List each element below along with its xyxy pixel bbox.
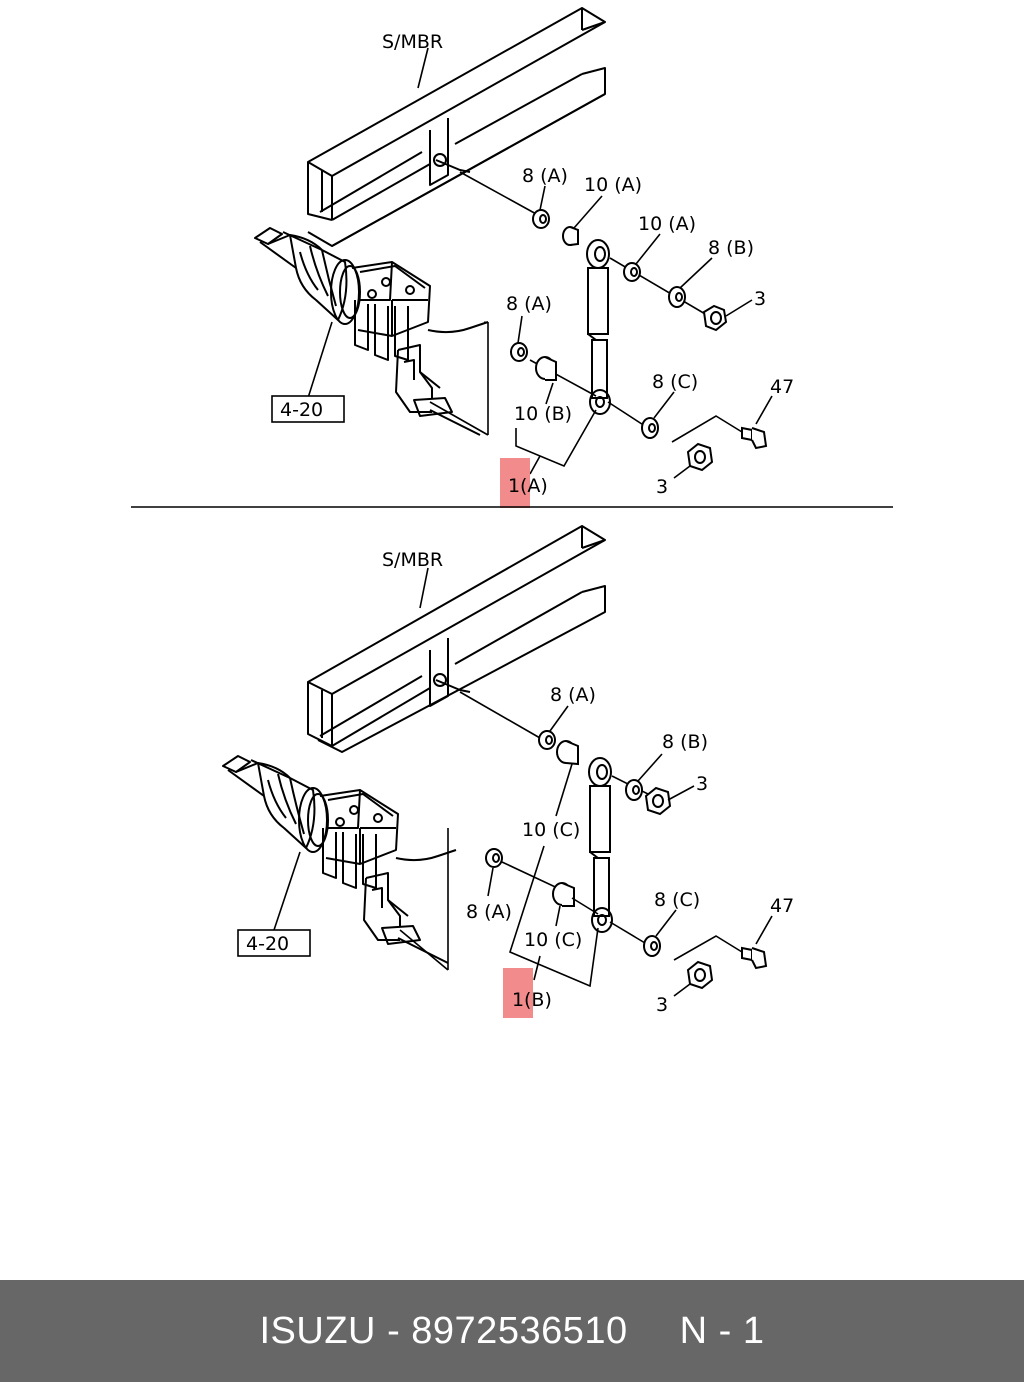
callout-8b-a: 8 (B) bbox=[708, 237, 754, 259]
side-member-a bbox=[307, 7, 606, 247]
parts-diagram: S/MBR 4-20 8 (A) 10 (A) 10 (A) 8 (B) bbox=[131, 7, 893, 1018]
side-member-b bbox=[307, 525, 606, 753]
footer-page: N - 1 bbox=[679, 1309, 765, 1352]
callout-10a-right-a: 10 (A) bbox=[638, 213, 696, 235]
washer-8b-b bbox=[625, 779, 643, 801]
footer-bar: ISUZU - 8972536510 N - 1 bbox=[0, 1280, 1024, 1382]
member-label-a: S/MBR bbox=[382, 31, 443, 53]
footer-brand: ISUZU bbox=[259, 1309, 376, 1352]
bushing-10a-right bbox=[623, 262, 641, 282]
callout-47-a: 47 bbox=[770, 376, 794, 398]
shock-absorber-b bbox=[588, 757, 613, 933]
item-number-b: 1 bbox=[512, 989, 524, 1011]
washer-8a-top-b bbox=[538, 730, 556, 750]
washer-8a-top bbox=[532, 209, 550, 229]
nut-3-top-b bbox=[644, 786, 672, 816]
bushing-10a-left bbox=[562, 226, 579, 246]
callout-8b-b: 8 (B) bbox=[662, 731, 708, 753]
nut-3-top-a bbox=[702, 304, 728, 332]
callout-8a-top-a: 8 (A) bbox=[522, 165, 568, 187]
member-label-b: S/MBR bbox=[382, 549, 443, 571]
diagram-a: S/MBR 4-20 8 (A) 10 (A) 10 (A) 8 (B) bbox=[254, 7, 794, 508]
bolt-47-b bbox=[741, 946, 768, 970]
callout-3-top-a: 3 bbox=[754, 288, 766, 310]
callout-3-top-b: 3 bbox=[696, 773, 708, 795]
callout-10c-low-b: 10 (C) bbox=[524, 929, 582, 951]
washer-8c-a bbox=[641, 417, 659, 439]
callout-10a-left-a: 10 (A) bbox=[584, 174, 642, 196]
bushing-10b bbox=[535, 356, 557, 381]
callout-3-bottom-a: 3 bbox=[656, 476, 668, 498]
callout-8a-mid-a: 8 (A) bbox=[506, 293, 552, 315]
bushing-10c-low bbox=[552, 882, 575, 907]
highlight-item-1b bbox=[503, 968, 533, 1018]
bolt-47-a bbox=[741, 426, 768, 450]
callout-8c-a: 8 (C) bbox=[652, 371, 698, 393]
footer-dash: - bbox=[387, 1309, 401, 1352]
nut-3-bottom-a bbox=[686, 442, 714, 472]
washer-8a-mid bbox=[510, 342, 528, 362]
washer-8c-b bbox=[643, 935, 661, 957]
callout-10c-top-b: 10 (C) bbox=[522, 819, 580, 841]
callout-3-bottom-b: 3 bbox=[656, 994, 668, 1016]
callout-10b-a: 10 (B) bbox=[514, 403, 572, 425]
callout-47-b: 47 bbox=[770, 895, 794, 917]
callout-8a-top-b: 8 (A) bbox=[550, 684, 596, 706]
item-suffix-a: (A) bbox=[520, 475, 548, 497]
item-suffix-b: (B) bbox=[524, 989, 552, 1011]
ref-box-b: 4-20 bbox=[246, 933, 289, 955]
callout-8c-b: 8 (C) bbox=[654, 889, 700, 911]
highlight-item-1a bbox=[500, 458, 530, 508]
nut-3-bottom-b bbox=[686, 960, 714, 990]
callout-8a-low-b: 8 (A) bbox=[466, 901, 512, 923]
bushing-10c-top bbox=[556, 740, 579, 766]
washer-8a-low-b bbox=[485, 848, 503, 868]
washer-8b-a bbox=[668, 286, 686, 308]
shock-absorber-a bbox=[586, 239, 611, 415]
item-number-a: 1 bbox=[508, 475, 520, 497]
ref-box-a: 4-20 bbox=[280, 399, 323, 421]
diagram-b: S/MBR 4-20 8 (A) 8 (B) 3 10 (C) bbox=[222, 525, 794, 1018]
footer-part-number: 8972536510 bbox=[411, 1309, 628, 1352]
